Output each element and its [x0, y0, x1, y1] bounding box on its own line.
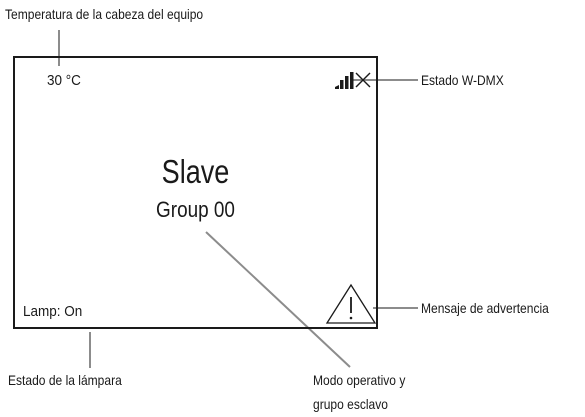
device-display: 30 °C Slave Group 00 Lamp: On	[13, 56, 378, 329]
temperature-readout: 30 °C	[47, 72, 81, 89]
operating-mode: Slave	[161, 153, 230, 190]
mode-leader-line	[205, 231, 351, 368]
head-temperature-callout: Temperatura de la cabeza del equipo	[5, 6, 204, 22]
slave-group: Group 00	[156, 197, 235, 222]
warning-message-callout: Mensaje de advertencia	[421, 300, 549, 316]
operating-mode-callout-line2: grupo esclavo	[313, 396, 388, 412]
warning-triangle-icon	[325, 283, 377, 324]
x-icon	[355, 72, 371, 88]
signal-strength-icon	[335, 72, 354, 89]
lamp-status: Lamp: On	[23, 303, 83, 320]
wdmx-status-callout: Estado W-DMX	[421, 72, 504, 88]
lamp-status-callout: Estado de la lámpara	[8, 372, 122, 388]
operating-mode-callout-line1: Modo operativo y	[313, 372, 406, 388]
